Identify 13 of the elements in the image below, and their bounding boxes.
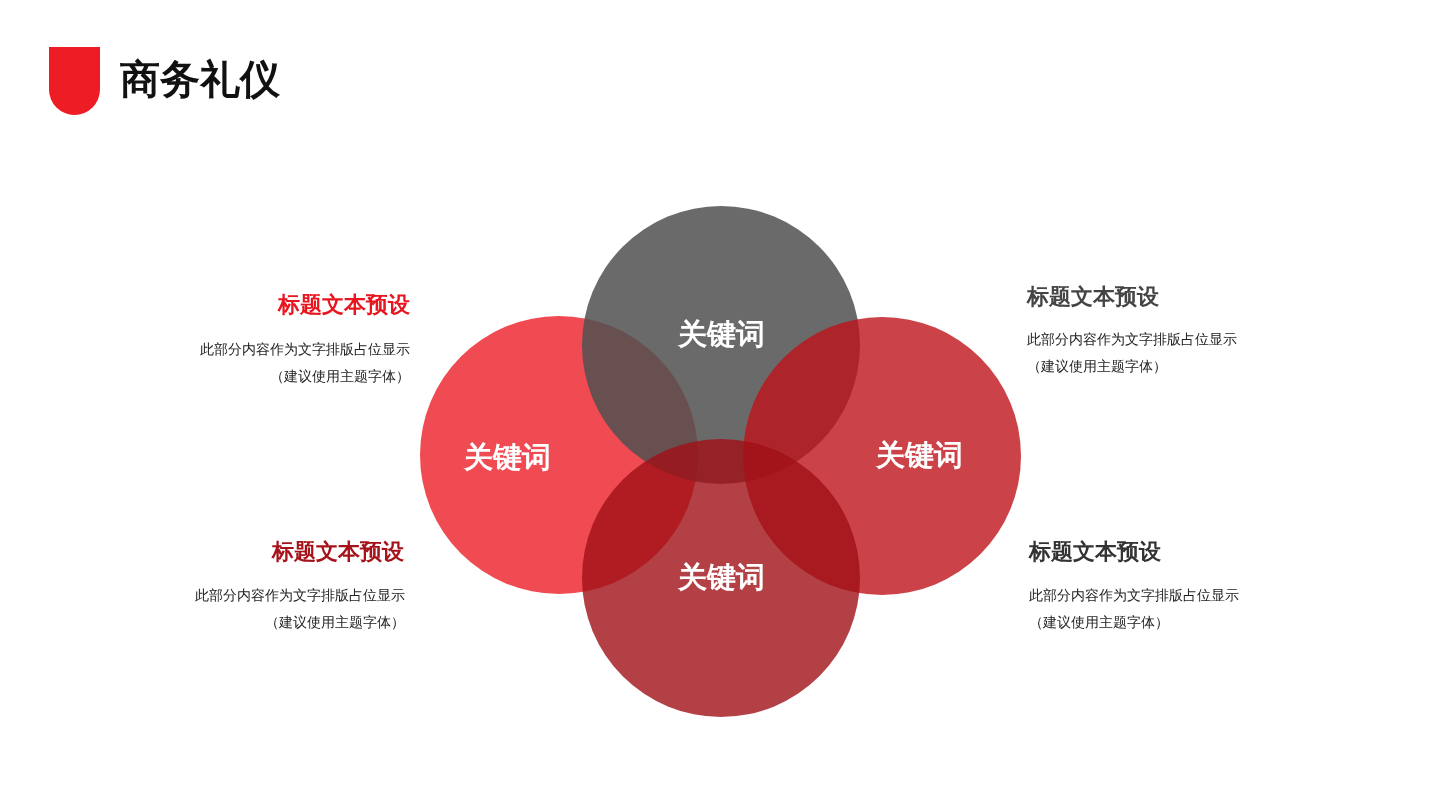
circle-label: 关键词 <box>875 437 963 474</box>
heading: 标题文本预设 <box>272 538 404 566</box>
description-text: 此部分内容作为文字排版占位显示（建议使用主题字体） <box>200 340 410 386</box>
description-text: 此部分内容作为文字排版占位显示（建议使用主题字体） <box>195 586 405 632</box>
circle-label: 关键词 <box>677 316 765 353</box>
description-text: 此部分内容作为文字排版占位显示（建议使用主题字体） <box>1029 586 1239 632</box>
circle-label: 关键词 <box>677 559 765 596</box>
heading: 标题文本预设 <box>1027 283 1159 311</box>
heading: 标题文本预设 <box>278 291 410 319</box>
circle-label: 关键词 <box>463 439 551 476</box>
description-text: 此部分内容作为文字排版占位显示（建议使用主题字体） <box>1027 330 1237 376</box>
page-title: 商务礼仪 <box>120 55 280 104</box>
heading: 标题文本预设 <box>1029 538 1161 566</box>
